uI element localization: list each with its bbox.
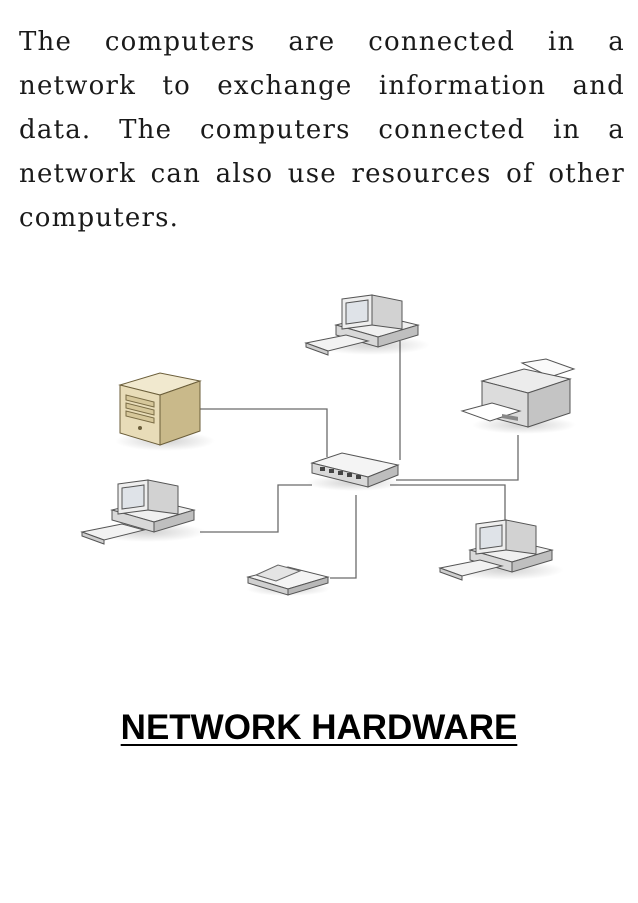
section-heading-text: NETWORK HARDWARE — [120, 708, 518, 747]
network-diagram — [80, 294, 576, 596]
computer-icon — [80, 479, 206, 545]
computer-icon — [304, 294, 430, 356]
network-cables — [199, 341, 519, 579]
scanner-icon — [246, 564, 330, 596]
body-paragraph: The computers are connected in a network… — [19, 27, 625, 233]
network-switch-icon — [306, 452, 402, 491]
section-heading: NETWORK HARDWARE — [0, 708, 638, 748]
server-icon — [115, 372, 215, 451]
printer-icon — [460, 358, 576, 434]
computer-icon — [438, 519, 564, 581]
